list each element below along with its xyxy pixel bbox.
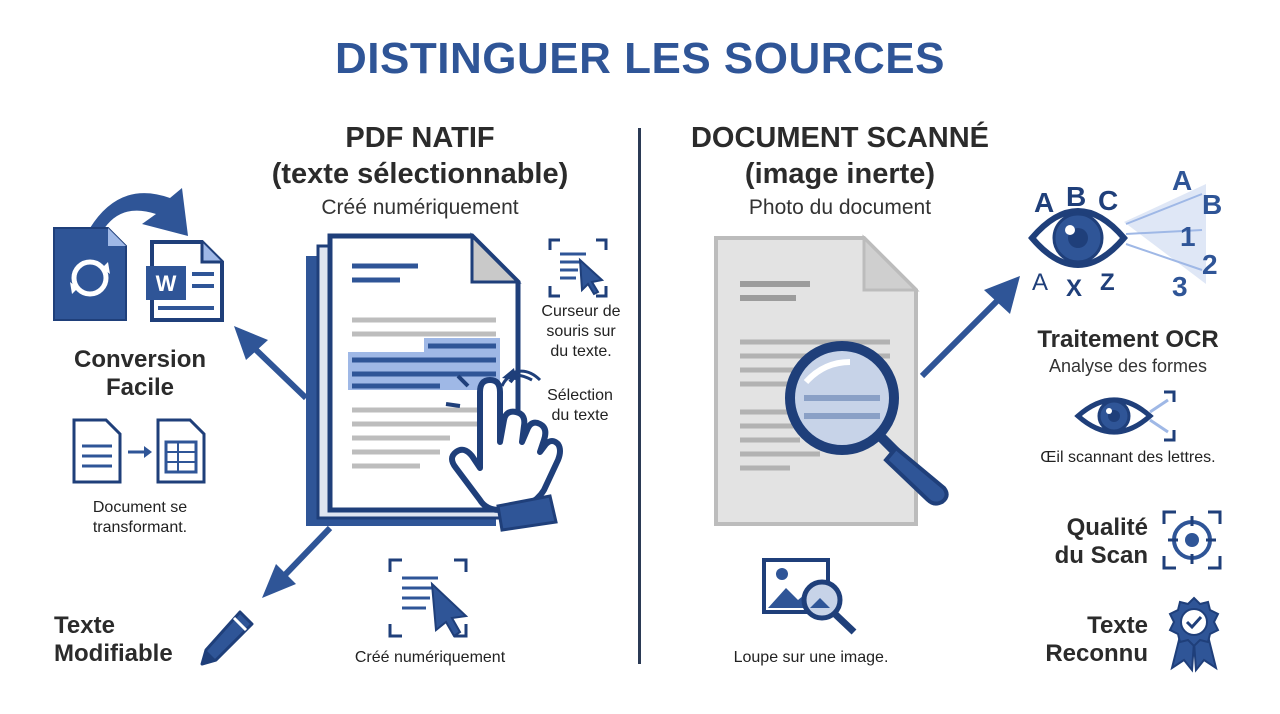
digital-cursor-icon <box>388 558 469 638</box>
cursor-label-line2: souris sur <box>546 323 616 340</box>
left-subtitle: Créé numériquement <box>321 196 519 219</box>
scanning-eye-icon <box>1074 390 1176 442</box>
left-heading: PDF NATIF (texte sélectionnable) <box>240 120 600 192</box>
page-title: DISTINGUER LES SOURCES <box>335 34 945 83</box>
selection-label: Sélection du texte <box>530 386 630 426</box>
selection-label-line2: du texte <box>551 407 609 424</box>
selection-arrow <box>502 368 542 382</box>
document-transform-line1: Document se <box>92 499 188 516</box>
document-transform-line2: transformant. <box>92 519 188 536</box>
editable-text-line1: Texte <box>54 612 115 639</box>
conversion-icon: W <box>53 188 224 322</box>
eye-scanning-label: Œil scannant des lettres. <box>1040 449 1216 466</box>
hand-pointer-icon <box>445 370 563 532</box>
conversion-label: Conversion Facile <box>50 346 230 402</box>
recognized-text-line1: Texte <box>1087 612 1148 639</box>
pencil-icon <box>200 610 254 666</box>
magnifier-icon <box>785 341 949 506</box>
recognized-text-label: Texte Reconnu <box>1020 612 1148 668</box>
ocr-letter: A <box>1032 269 1048 296</box>
scan-quality-line2: du Scan <box>1054 542 1148 569</box>
ocr-eye-letters-icon: A B C A B 1 2 3 A X Z <box>1028 165 1222 302</box>
editable-text-line2: Modifiable <box>54 640 173 667</box>
right-bottom-label: Loupe sur une image. <box>733 649 889 666</box>
selection-label-line1: Sélection <box>547 387 613 404</box>
document-transform-icon <box>72 418 206 484</box>
ocr-subtitle: Analyse des formes <box>1048 356 1208 376</box>
image-magnifier-icon <box>762 558 857 635</box>
cursor-label-line1: Curseur de <box>541 303 621 320</box>
ocr-digit: 1 <box>1180 221 1196 252</box>
target-icon <box>1162 510 1222 570</box>
conversion-label-line2: Facile <box>105 374 175 401</box>
scan-quality-line1: Qualité <box>1066 514 1148 541</box>
center-divider <box>638 128 641 664</box>
left-heading-line2: (texte sélectionnable) <box>271 158 569 190</box>
ocr-letter: Z <box>1100 269 1115 296</box>
left-bottom-label: Créé numériquement <box>354 649 506 666</box>
right-heading-line1: DOCUMENT SCANNÉ <box>690 122 990 154</box>
document-transform-label: Document se transformant. <box>60 498 220 538</box>
ocr-letter: B <box>1202 189 1222 220</box>
ocr-letter: A <box>1172 165 1192 196</box>
award-ribbon-icon <box>1168 596 1220 673</box>
ocr-digit: 3 <box>1172 271 1188 302</box>
right-heading: DOCUMENT SCANNÉ (image inerte) <box>660 120 1020 192</box>
cursor-label-line3: du texte. <box>550 343 612 360</box>
editable-text-label: Texte Modifiable <box>54 612 214 668</box>
recognized-text-line2: Reconnu <box>1045 640 1148 667</box>
ocr-letter: A <box>1034 187 1054 218</box>
svg-text:W: W <box>156 271 177 296</box>
right-heading-line2: (image inerte) <box>744 158 936 190</box>
ocr-letter: B <box>1066 181 1086 212</box>
ocr-letter: X <box>1066 275 1082 302</box>
scan-quality-label: Qualité du Scan <box>1030 514 1148 570</box>
cursor-on-text-icon <box>548 238 608 298</box>
right-subtitle: Photo du document <box>748 196 932 219</box>
native-pdf-document-icon <box>306 232 522 526</box>
ocr-digit: 2 <box>1202 249 1218 280</box>
left-heading-line1: PDF NATIF <box>345 122 495 154</box>
cursor-label: Curseur de souris sur du texte. <box>526 302 636 362</box>
ocr-letter: C <box>1098 185 1118 216</box>
conversion-label-line1: Conversion <box>73 346 207 373</box>
ocr-title: Traitement OCR <box>1037 326 1219 353</box>
